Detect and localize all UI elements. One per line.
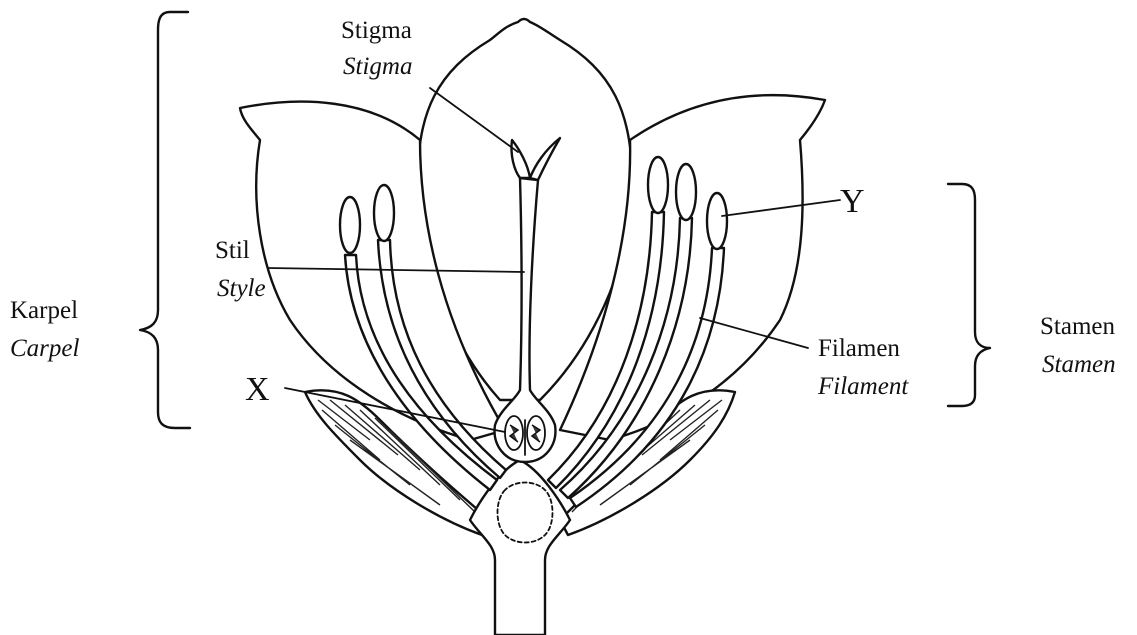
style-label-malay: Stil [215,237,250,264]
carpel-bracket [140,12,190,428]
carpel-label-english: Carpel [10,335,80,362]
style-label-english: Style [217,275,266,302]
stamen-label-english: Stamen [1042,351,1116,378]
filament-label-english: Filament [817,373,909,400]
anther [340,197,360,253]
anther [676,164,696,220]
stamen-bracket [948,184,990,406]
filament-label-malay: Filamen [818,335,900,362]
y-label: Y [840,183,865,220]
stigma-label-english: Stigma [343,53,412,80]
anther [648,157,668,213]
x-label: X [245,371,270,408]
carpel-label-malay: Karpel [10,297,78,324]
anther [707,193,727,249]
stigma-label-malay: Stigma [341,17,412,44]
anther [374,185,394,241]
stamen-label-malay: Stamen [1040,313,1115,340]
